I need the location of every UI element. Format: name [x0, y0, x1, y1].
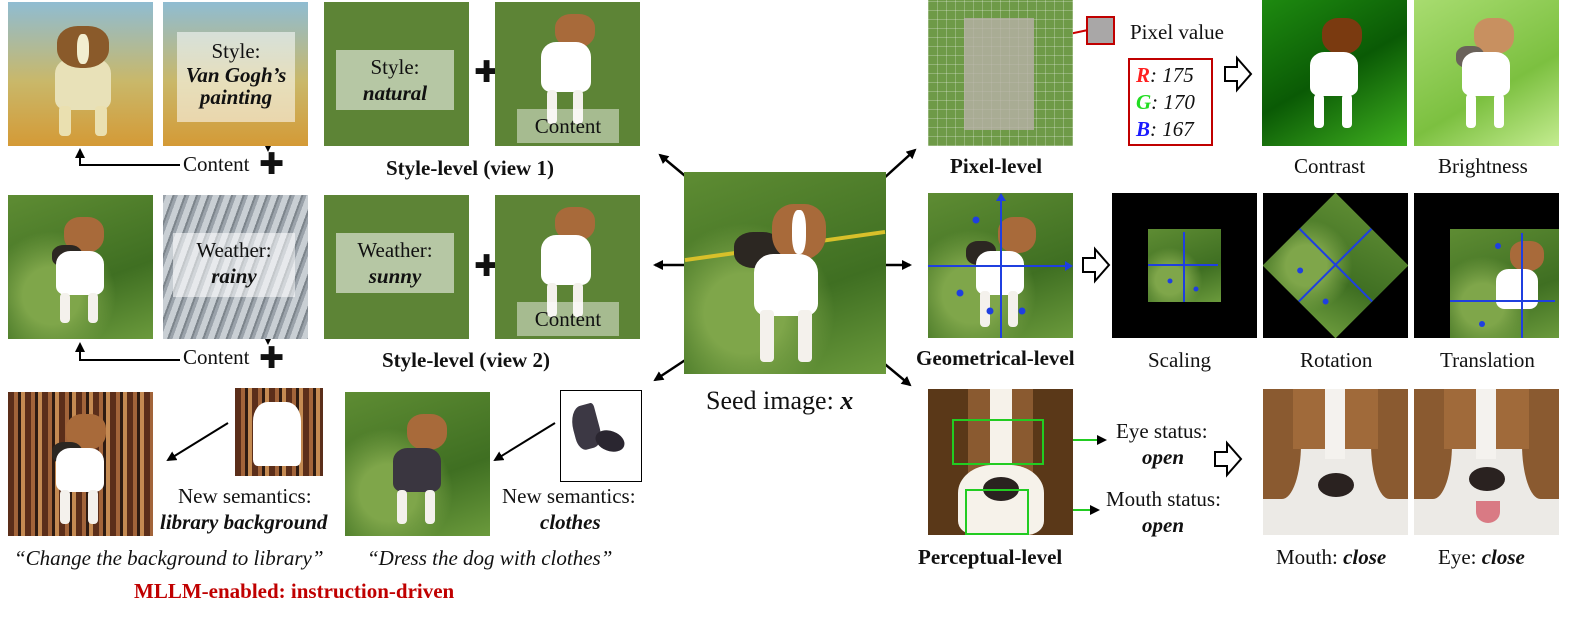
semantic-left-value: library background [160, 510, 328, 534]
translation-caption: Translation [1440, 348, 1535, 372]
style-value: natural [362, 81, 428, 105]
rgb-panel: R: 175 G: 170 B: 167 [1128, 58, 1213, 146]
mouth-close-caption: Mouth: close [1276, 545, 1387, 569]
vangogh-style-image: Style: Van Gogh’s painting [163, 2, 308, 146]
mouth-close-image [1263, 389, 1408, 535]
g-row: G: 170 [1136, 90, 1195, 114]
vangogh-dog-image [8, 2, 153, 146]
style-view2-caption: Style-level (view 2) [382, 348, 550, 372]
semantic-left-quote: “Change the background to library” [14, 546, 324, 570]
pixelated-image [928, 0, 1073, 146]
content-box: Content [517, 302, 619, 336]
plus-icon: ✚ [259, 147, 285, 182]
style-overlay: Weather: sunny [336, 233, 454, 293]
plus-icon: ✚ [474, 249, 500, 284]
mouth-box [965, 489, 1029, 535]
content-label-1: Content [183, 152, 250, 176]
style-overlay: Style: Van Gogh’s painting [177, 32, 295, 122]
eye-status-label: Eye status: [1116, 419, 1208, 443]
content-image-2: Content [495, 195, 640, 339]
contrast-image [1262, 0, 1407, 146]
style-label: Weather: [196, 238, 272, 262]
eye-close-caption: Eye: close [1438, 545, 1525, 569]
library-dog-image [8, 392, 153, 536]
seed-caption: Seed image: x [706, 386, 854, 415]
brightness-image [1414, 0, 1559, 146]
semantic-left-label: New semantics: [178, 484, 312, 508]
perceptual-caption: Perceptual-level [918, 545, 1063, 569]
eye-box [952, 419, 1044, 465]
semantic-right-quote: “Dress the dog with clothes” [367, 546, 613, 570]
rotation-image [1263, 193, 1408, 338]
style-overlay: Weather: rainy [173, 233, 295, 297]
eye-close-image [1414, 389, 1559, 535]
pixel-swatch-fill [1088, 18, 1113, 43]
mouth-status-value: open [1142, 513, 1184, 537]
natural-style-image: Style: natural [324, 2, 469, 146]
clothes-dog-image [345, 392, 490, 536]
semantic-right-value: clothes [540, 510, 601, 534]
face-image [928, 389, 1073, 535]
clothes-mask-image [560, 390, 642, 482]
style-value: Van Gogh’s painting [185, 63, 287, 109]
semantic-right-label: New semantics: [502, 484, 636, 508]
axes-overlay [928, 193, 1073, 338]
style-overlay: Style: natural [336, 50, 454, 110]
seed-image [684, 172, 886, 374]
contrast-caption: Contrast [1294, 154, 1366, 178]
mouth-status-label: Mouth status: [1106, 487, 1221, 511]
content-label-2: Content [183, 345, 250, 369]
pixel-swatch [1086, 16, 1115, 45]
style-value: sunny [368, 264, 422, 288]
pixel-value-label: Pixel value [1130, 20, 1224, 44]
rainy-style-image: Weather: rainy [163, 195, 308, 339]
scaling-caption: Scaling [1148, 348, 1211, 372]
geometric-source-image [928, 193, 1073, 338]
plus-icon: ✚ [259, 341, 285, 376]
content-box: Content [517, 109, 619, 143]
mllm-footer: MLLM-enabled: instruction-driven [134, 579, 455, 603]
sunny-style-image: Weather: sunny [324, 195, 469, 339]
eye-status-value: open [1142, 445, 1184, 469]
plus-icon: ✚ [474, 55, 500, 90]
scaling-image [1112, 193, 1257, 338]
style-view1-caption: Style-level (view 1) [386, 156, 554, 180]
style-label: Style: [370, 55, 420, 79]
rotation-caption: Rotation [1300, 348, 1373, 372]
translation-image [1414, 193, 1559, 338]
pixel-caption: Pixel-level [950, 154, 1043, 178]
content-image-1: Content [495, 2, 640, 146]
style-label: Style: [211, 39, 261, 63]
style-label: Weather: [357, 238, 433, 262]
style-value: rainy [211, 264, 257, 288]
r-row: R: 175 [1136, 63, 1194, 87]
b-row: B: 167 [1136, 117, 1194, 141]
brightness-caption: Brightness [1438, 154, 1528, 178]
geometric-caption: Geometrical-level [916, 346, 1075, 370]
library-mask-image [235, 388, 323, 476]
rainy-dog-image [8, 195, 153, 339]
